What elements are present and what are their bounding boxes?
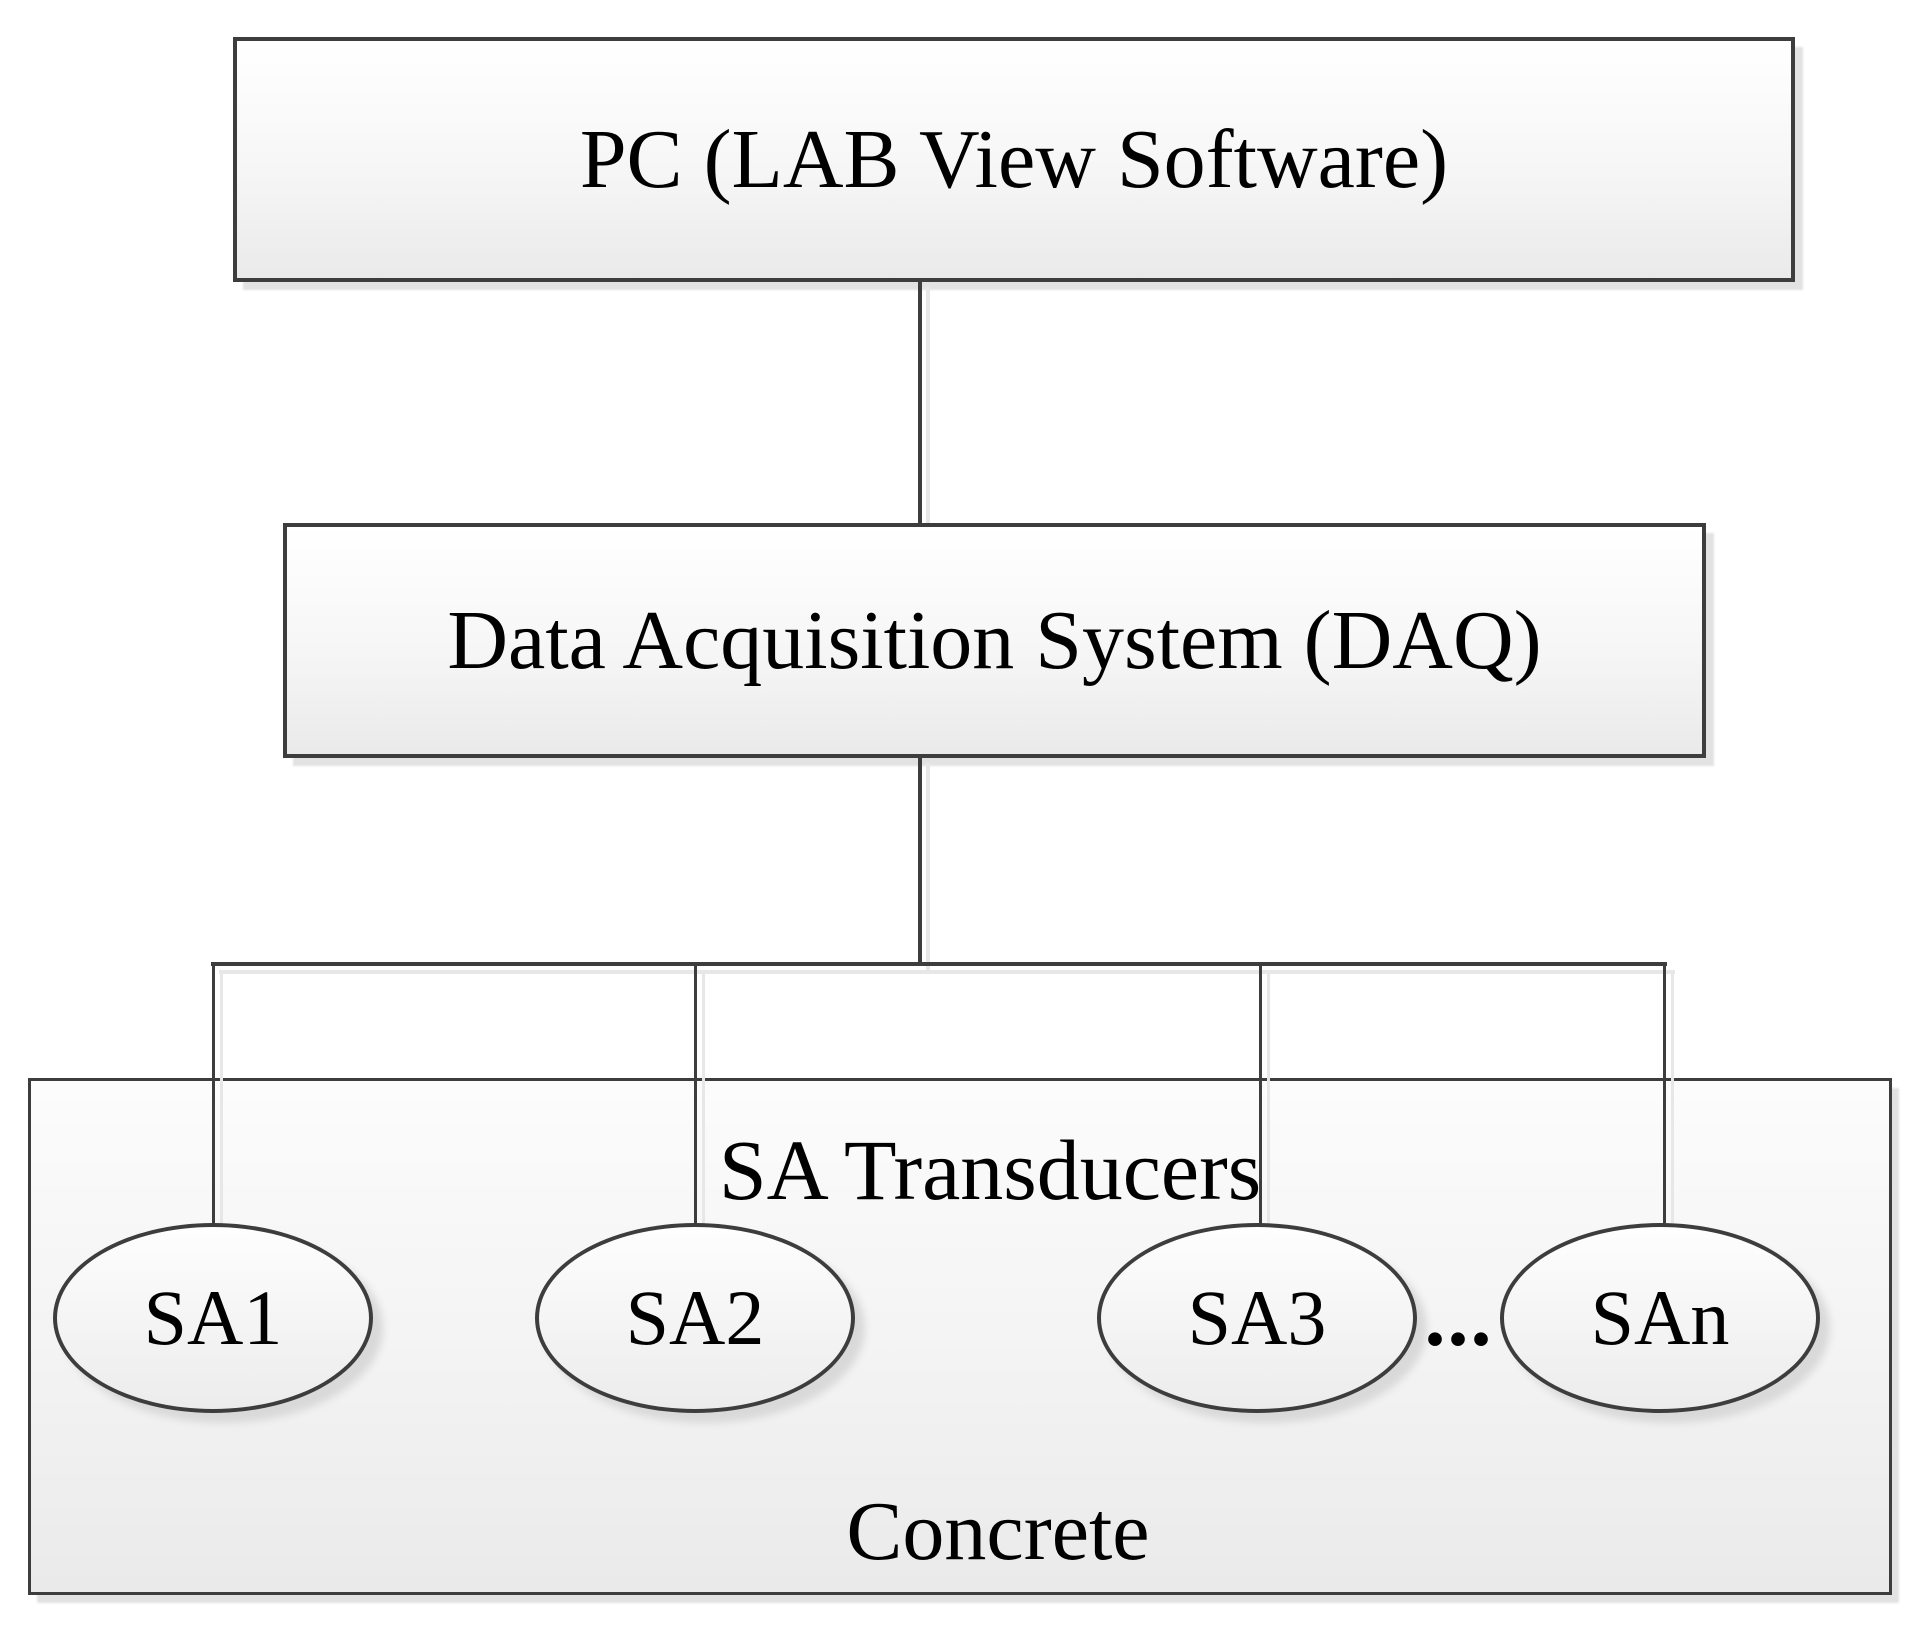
connector-branch-sa2 bbox=[694, 962, 697, 1226]
connector-branch-san bbox=[1663, 962, 1666, 1226]
pc-box: PC (LAB View Software) bbox=[233, 37, 1795, 282]
connector-branch-sa1 bbox=[212, 962, 215, 1226]
connector-branch-sa3 bbox=[1259, 962, 1262, 1226]
sa1-label: SA1 bbox=[143, 1274, 283, 1361]
sa3-ellipse: SA3 bbox=[1097, 1223, 1417, 1413]
connector-pc-daq bbox=[918, 279, 922, 526]
san-label: SAn bbox=[1590, 1274, 1730, 1361]
sa3-label: SA3 bbox=[1187, 1274, 1327, 1361]
sa2-label: SA2 bbox=[625, 1274, 765, 1361]
branch-line bbox=[211, 962, 1667, 966]
connector-daq-branch bbox=[918, 755, 922, 964]
daq-box: Data Acquisition System (DAQ) bbox=[283, 523, 1706, 758]
ellipsis-dots: ... bbox=[1424, 1271, 1494, 1364]
transducers-group-title: SA Transducers bbox=[718, 1122, 1262, 1218]
pc-box-label: PC (LAB View Software) bbox=[579, 112, 1449, 206]
daq-box-label: Data Acquisition System (DAQ) bbox=[447, 593, 1542, 687]
sa1-ellipse: SA1 bbox=[53, 1223, 373, 1413]
san-ellipse: SAn bbox=[1500, 1223, 1820, 1413]
sa2-ellipse: SA2 bbox=[535, 1223, 855, 1413]
concrete-label: Concrete bbox=[846, 1485, 1150, 1578]
